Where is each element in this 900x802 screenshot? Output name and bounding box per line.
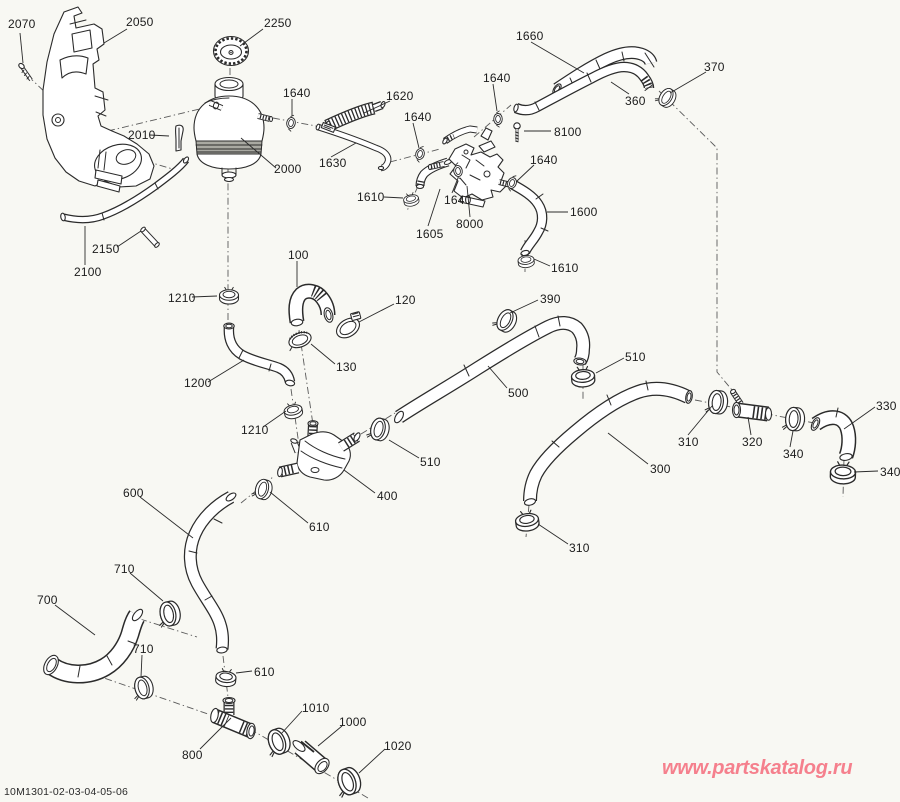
clamp-130 — [288, 331, 312, 352]
hose-2150 — [140, 226, 160, 248]
strip-2010 — [175, 124, 184, 152]
elbow-100 — [291, 291, 335, 327]
hose-1600 — [509, 179, 549, 257]
hose-1605 — [416, 158, 452, 188]
bolt-8100 — [513, 122, 521, 143]
clamp-1020 — [331, 764, 365, 799]
drawing-number: 10M1301-02-03-04-05-06 — [4, 786, 129, 798]
hose-700 — [41, 608, 145, 677]
pipe-1630 — [316, 121, 389, 170]
nut-1640-360 — [493, 110, 503, 128]
clamp-510-right — [570, 365, 596, 389]
clamp-1010 — [261, 725, 294, 759]
leader-lines — [19, 28, 879, 774]
hose-360 — [513, 67, 653, 112]
hose-1200 — [223, 323, 295, 386]
hose-500 — [393, 315, 587, 424]
clamp-610-bottom — [214, 667, 238, 689]
clamp-1640-mid — [413, 144, 427, 164]
clamp-340-left — [781, 406, 806, 432]
clamp-710-top — [154, 599, 183, 629]
watermark: www.partskatalog.ru — [662, 757, 853, 779]
elbow-330 — [810, 407, 853, 461]
clamp-310-bottom — [513, 508, 541, 534]
clamp-340-bottom — [829, 460, 857, 485]
clamp-1610-bottom — [516, 252, 536, 269]
cap-2250 — [212, 35, 250, 67]
clamp-120 — [335, 311, 362, 339]
clamp-1210-top — [218, 286, 240, 305]
clamp-1610-left — [402, 191, 421, 208]
bracket-2050 — [42, 6, 155, 193]
expansion-tank-2000 — [193, 76, 274, 183]
fitting-400 — [277, 421, 361, 481]
hose-600 — [189, 491, 237, 653]
fitting-320 — [730, 388, 772, 421]
clamp-610-top — [250, 476, 275, 502]
clamp-510-left — [365, 415, 392, 443]
tee-800 — [209, 698, 256, 740]
nut-1640-tank — [284, 113, 298, 133]
hose-2100 — [60, 156, 189, 221]
clamp-370 — [653, 84, 680, 111]
hose-1000 — [291, 739, 330, 775]
hose-300 — [524, 380, 693, 506]
valve-assembly-8000 — [429, 128, 512, 208]
bolt-2070 — [18, 62, 33, 82]
clamp-710-bottom — [129, 674, 156, 702]
